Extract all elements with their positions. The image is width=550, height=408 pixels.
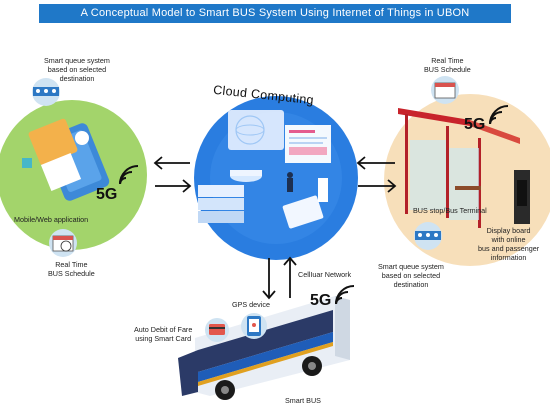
mobile-app-illustration (22, 118, 110, 201)
left-app-label: Mobile/Web application (14, 215, 89, 224)
left-5g-badge: 5G (96, 186, 118, 203)
gps-device-icon (241, 313, 267, 339)
bus-stop-illustration (398, 108, 530, 228)
right-schedule-label: Real Time BUS Schedule (424, 56, 471, 74)
right-5g-badge: 5G (464, 116, 486, 133)
display-board-label: Display board with online bus and passen… (478, 226, 540, 262)
left-queue-label: Smart queue system based on selected des… (44, 56, 110, 83)
left-center-arrows (153, 156, 192, 193)
left-schedule-label: Real Time BUS Schedule (48, 260, 95, 278)
right-signal-icon (489, 105, 509, 125)
diagram-title: A Conceptual Model to Smart BUS System U… (39, 4, 511, 23)
smart-card-label: Auto Debit of Fare using Smart Card (134, 325, 193, 343)
bottom-5g-badge: 5G (310, 292, 332, 309)
center-bottom-arrows (262, 256, 297, 300)
bottom-signal-icon (335, 285, 355, 305)
center-right-arrows (356, 156, 397, 193)
smart-bus-label: Smart BUS (285, 396, 321, 405)
cellular-network-label: CellIuar Network (298, 270, 352, 279)
cloud-platform-illustration (198, 110, 331, 229)
left-schedule-icon (49, 229, 77, 257)
smart-card-icon (205, 318, 229, 342)
left-queue-icon (32, 78, 60, 106)
smart-bus-illustration (178, 296, 350, 400)
right-queue-icon (414, 222, 442, 250)
right-schedule-icon (431, 76, 459, 104)
bus-stop-label: BUS stop/Bus Terminal (413, 206, 487, 215)
right-queue-label: Smart queue system based on selected des… (378, 262, 444, 289)
gps-device-label: GPS device (232, 300, 270, 309)
left-signal-icon (119, 165, 139, 185)
